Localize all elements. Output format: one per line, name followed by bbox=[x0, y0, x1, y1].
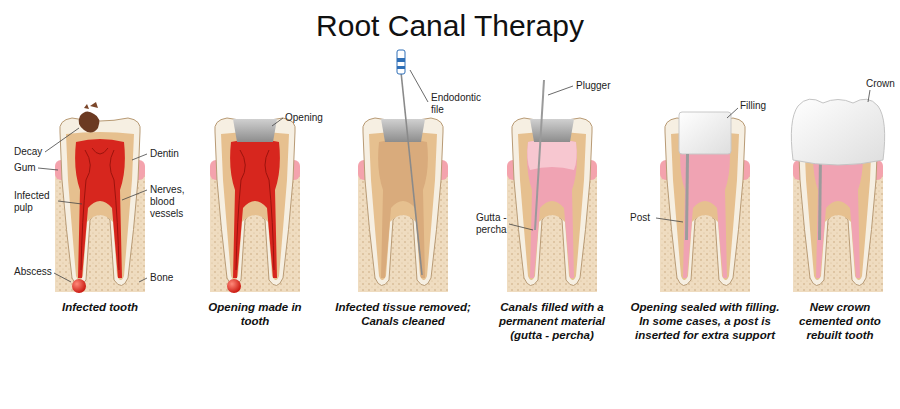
illustration-part bbox=[79, 111, 100, 132]
illustration-part bbox=[54, 273, 71, 282]
step-caption: New crown cemented onto rebuilt tooth bbox=[786, 300, 894, 342]
illustration-part bbox=[139, 278, 147, 282]
part-label: Nerves, blood vessels bbox=[150, 184, 202, 220]
part-label: Crown bbox=[866, 78, 895, 90]
illustration-part bbox=[818, 154, 822, 240]
part-label: Post bbox=[630, 212, 650, 224]
part-label: Endodontic file bbox=[431, 92, 483, 116]
illustration-part bbox=[358, 118, 448, 292]
illustration-part bbox=[132, 154, 147, 160]
part-label: Gum bbox=[14, 162, 36, 174]
illustration-part bbox=[75, 139, 125, 278]
illustration-part bbox=[530, 119, 574, 142]
part-label: Plugger bbox=[576, 80, 610, 92]
infected-tooth bbox=[55, 102, 145, 293]
illustration-part bbox=[233, 119, 277, 142]
cleaned-tooth bbox=[358, 50, 448, 292]
illustration-part bbox=[401, 72, 422, 275]
illustration-part bbox=[210, 118, 300, 292]
illustration-part bbox=[58, 201, 82, 204]
part-label: Gutta - percha bbox=[476, 212, 510, 236]
illustration-part bbox=[72, 279, 86, 293]
filled-tooth bbox=[507, 80, 597, 292]
illustration-part bbox=[397, 50, 405, 74]
illustration-part bbox=[527, 139, 576, 170]
illustration-part bbox=[236, 150, 274, 270]
step-caption: Opening made in tooth bbox=[195, 300, 315, 328]
illustration-part bbox=[509, 224, 533, 230]
illustration-part bbox=[45, 128, 79, 152]
part-label: Abscess bbox=[14, 266, 52, 278]
illustration-part bbox=[791, 99, 884, 165]
illustration-part bbox=[227, 279, 241, 293]
part-label: Opening bbox=[285, 112, 323, 124]
illustration-part bbox=[122, 190, 147, 200]
illustration-part bbox=[55, 118, 145, 292]
opened-tooth bbox=[210, 118, 300, 293]
illustration-part bbox=[680, 139, 730, 278]
illustration-part bbox=[548, 86, 573, 95]
illustration-part bbox=[381, 119, 425, 142]
illustration-part bbox=[507, 118, 597, 292]
illustration-part bbox=[679, 112, 731, 154]
part-label: Decay bbox=[14, 146, 42, 158]
part-label: Bone bbox=[150, 272, 173, 284]
part-label: Infected pulp bbox=[14, 190, 56, 214]
illustration-part bbox=[656, 218, 683, 222]
illustration-part bbox=[527, 139, 577, 278]
part-label: Dentin bbox=[150, 148, 179, 160]
illustration-part bbox=[272, 118, 283, 126]
illustration-part bbox=[535, 80, 544, 230]
step-caption: Opening sealed with filling. In some cas… bbox=[625, 300, 785, 342]
illustration-part bbox=[81, 148, 119, 270]
illustration-part bbox=[84, 102, 98, 109]
illustration-part bbox=[397, 66, 405, 69]
part-label: Filling bbox=[740, 100, 766, 112]
crowned-tooth bbox=[791, 99, 884, 292]
illustration-part bbox=[410, 70, 428, 102]
illustration-part bbox=[397, 58, 405, 62]
illustration-part bbox=[230, 139, 280, 278]
sealed-tooth bbox=[660, 112, 750, 292]
diagram-title: Root Canal Therapy bbox=[0, 8, 900, 44]
illustration-part bbox=[868, 90, 870, 102]
illustration-part bbox=[727, 108, 738, 118]
step-caption: Infected tooth bbox=[35, 300, 165, 314]
step-caption: Canals filled with a permanent material … bbox=[484, 300, 620, 342]
illustration-part bbox=[685, 154, 689, 240]
step-caption: Infected tissue removed; Canals cleaned bbox=[325, 300, 481, 328]
illustration-part bbox=[38, 168, 58, 170]
